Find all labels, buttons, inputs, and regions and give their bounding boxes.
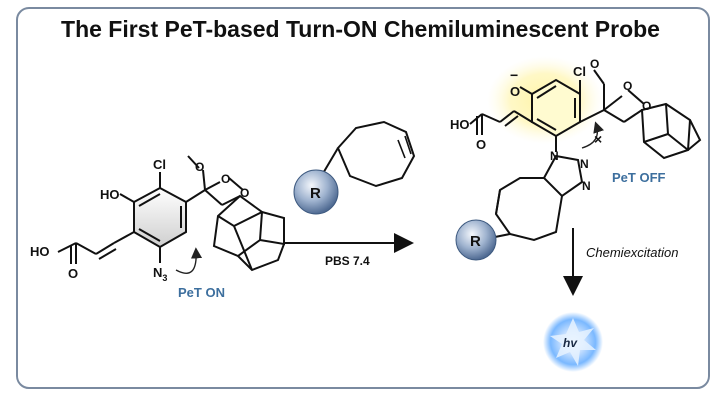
- reactant-pet-arrow: [175, 247, 203, 274]
- reactant-pet-label: PeT ON: [178, 285, 225, 300]
- product-phenolate-charge: −: [510, 67, 518, 83]
- reactant-dioxetane-o2-label: O: [240, 186, 249, 200]
- product-phenolate-o-label: O: [510, 84, 520, 99]
- reaction-condition: PBS 7.4: [325, 254, 370, 268]
- reactant-molecule: [57, 155, 285, 272]
- product-dioxetane-o2-label: O: [642, 99, 651, 113]
- emission-label: hv: [563, 336, 578, 350]
- product-r-ball: [455, 219, 497, 261]
- product-chloro-label: Cl: [573, 64, 586, 79]
- product-methoxy-o-label: O: [590, 57, 599, 71]
- product-r-label: R: [470, 233, 481, 250]
- reactant-dioxetane-o1-label: O: [221, 172, 230, 186]
- product-molecule: [469, 69, 702, 242]
- cyclooctyne-reagent: [293, 120, 416, 215]
- reactant-hydroxy-label: HO: [100, 187, 120, 202]
- figure-title: The First PeT-based Turn-ON Chemilumines…: [61, 16, 660, 42]
- reactant-chloro-label: Cl: [153, 157, 166, 172]
- frame-border: [16, 7, 710, 389]
- reactant-methoxy-o-label: O: [195, 160, 204, 174]
- product-acid-o-label: O: [476, 137, 486, 152]
- product-pet-arrow: [581, 121, 604, 149]
- reagent-r-label: R: [310, 185, 321, 202]
- product-triazole-n1: N: [550, 149, 559, 163]
- product-triazole-n3: N: [582, 179, 591, 193]
- light-emission-burst: [543, 312, 603, 372]
- product-acid-oh-label: HO: [450, 117, 470, 132]
- reactant-acid-oh-label: HO: [30, 244, 50, 259]
- product-block-mark: ×: [594, 131, 602, 147]
- reactant-azide-label: N3: [153, 265, 167, 283]
- product-pet-label: PeT OFF: [612, 170, 666, 185]
- chemiexcitation-label: Chemiexcitation: [586, 245, 679, 260]
- product-dioxetane-o1-label: O: [623, 79, 632, 93]
- reactant-acid-o-label: O: [68, 266, 78, 281]
- product-triazole-n2: N: [580, 157, 589, 171]
